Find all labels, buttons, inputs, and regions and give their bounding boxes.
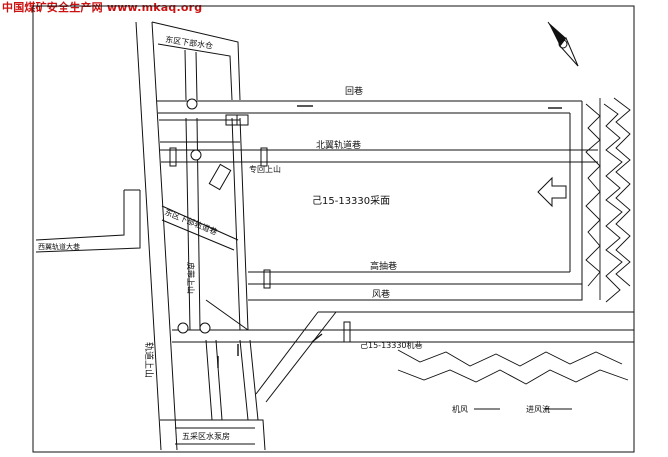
label-working-face: 己15-13330采面 [312, 195, 390, 207]
flow-ticks [217, 105, 562, 368]
label-north-oil-lane: 北翼轨道巷 [316, 139, 361, 151]
label-high-lane: 高抽巷 [370, 260, 397, 272]
label-wind-lane: 风巷 [372, 289, 390, 300]
north-arrow-icon [547, 21, 579, 67]
label-west-road: 西翼轨道大巷 [38, 242, 80, 251]
label-top-haulage: 东区下部水仓 [165, 34, 214, 51]
label-return-airway: 回巷 [345, 86, 363, 97]
site-watermark: 中国煤矿安全生产网 www.mkaq.org [2, 1, 203, 14]
airflow-arrow-icon [537, 176, 567, 208]
goaf-zone [397, 97, 631, 385]
legend-label-b: 进风流 [526, 404, 550, 414]
fan-station-icons [177, 98, 211, 334]
left-roadways [135, 21, 266, 451]
label-track-up: 轨道上山 [143, 342, 155, 378]
legend: 机风 进风流 [452, 404, 572, 414]
label-bottom-station: 五采区水泵房 [182, 431, 230, 441]
label-lower-face-road: 己15-13330机巷 [360, 340, 423, 350]
label-incline-up: 专回上山 [249, 164, 281, 174]
regulator-marks [169, 114, 351, 343]
map-frame [32, 5, 635, 453]
legend-label-a: 机风 [452, 404, 468, 414]
label-material-up: 皮带上山 [186, 262, 196, 294]
horizontal-roadways [35, 100, 634, 403]
